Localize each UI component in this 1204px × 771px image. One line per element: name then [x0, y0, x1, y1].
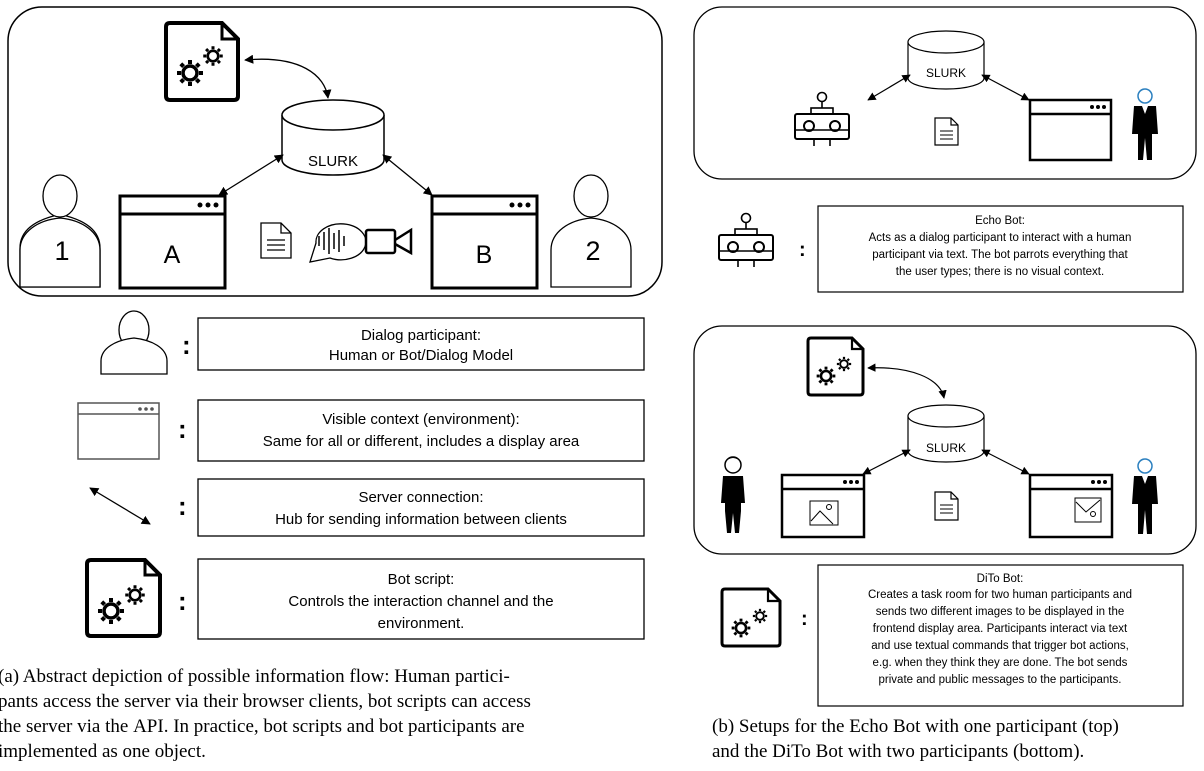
participant-2-silhouette: 2 [550, 174, 632, 288]
legend-colon: : [182, 330, 191, 360]
legend-environment-title: Visible context (environment): [322, 411, 519, 428]
legend-bot-text-2: environment. [378, 615, 465, 632]
dito-line-3: frontend display area. Participants inte… [873, 623, 1128, 635]
legend-server-text: Hub for sending information between clie… [275, 511, 567, 528]
caption-a-line-2: pants access the server via their browse… [0, 691, 531, 712]
slurk-server-cylinder: SLURK [281, 99, 385, 176]
image-icon [1074, 497, 1102, 523]
legend-box-environment: Visible context (environment): Same for … [197, 399, 645, 462]
human-man-icon-top [1132, 88, 1158, 160]
human-woman-icon [721, 456, 745, 533]
image-icon [809, 500, 839, 526]
legend-box-server: Server connection: Hub for sending infor… [197, 478, 645, 537]
bot-script-icon [164, 21, 240, 102]
legend-bot-text-1: Controls the interaction channel and the [288, 593, 553, 610]
legend-colon: : [178, 491, 187, 521]
caption-a-line-3a: the server via the [0, 716, 134, 737]
client-window-b: B [430, 194, 539, 290]
echo-title: Echo Bot: [975, 215, 1025, 227]
panel-a-frame [7, 6, 663, 297]
legend-arrow-icon [89, 487, 151, 525]
slurk-server-cylinder-bottom: SLURK [907, 404, 985, 463]
legend-bot-script-icon [85, 558, 162, 638]
audio-speech-icon [309, 223, 367, 263]
participant-1-silhouette: 1 [19, 174, 101, 288]
client-window-a: A [118, 194, 227, 290]
legend-participant-title: Dialog participant: [361, 327, 481, 344]
legend-box-bot-script: Bot script: Controls the interaction cha… [197, 558, 645, 640]
legend-colon: : [178, 414, 187, 444]
participant-1-label: 1 [54, 236, 69, 266]
dito-client-window-left [780, 473, 866, 539]
dito-line-1: Creates a task room for two human partic… [868, 589, 1132, 601]
caption-a-line-1: (a) Abstract depiction of possible infor… [0, 666, 510, 687]
caption-b-line-1: (b) Setups for the Echo Bot with one par… [712, 716, 1119, 737]
server-label-bottom: SLURK [926, 441, 966, 455]
legend-environment-text: Same for all or different, includes a di… [263, 433, 580, 450]
echo-robot-icon [794, 91, 850, 146]
caption-a-line-4: implemented as one object. [0, 741, 206, 762]
server-connection-arrows [218, 54, 433, 196]
legend-window-icon [77, 402, 160, 460]
server-label-top: SLURK [926, 66, 966, 80]
document-icon [260, 222, 292, 259]
dito-bot-script-icon [806, 336, 865, 397]
video-camera-icon [364, 227, 413, 256]
legend-colon: : [178, 586, 187, 616]
legend-box-participant: Dialog participant: Human or Bot/Dialog … [197, 317, 645, 371]
dito-line-5: e.g. when they think they are done. The … [873, 657, 1128, 669]
legend-bot-title: Bot script: [388, 571, 455, 588]
dito-line-4: and use textual commands that trigger bo… [871, 640, 1129, 652]
dito-document-icon [934, 491, 959, 521]
human-man-icon-bottom [1132, 458, 1158, 534]
echo-arrows [867, 74, 1030, 101]
echo-line-1: Acts as a dialog participant to interact… [869, 232, 1132, 244]
participant-2-label: 2 [585, 236, 600, 266]
caption-b: (b) Setups for the Echo Bot with one par… [712, 714, 1202, 764]
caption-b-line-2: and the DiTo Bot with two participants (… [712, 741, 1085, 762]
panel-b-echo-frame [693, 6, 1197, 180]
legend-participant-text: Human or Bot/Dialog Model [329, 347, 513, 364]
echo-document-icon [934, 117, 959, 146]
caption-a-line-3b: . In practice, bot scripts and bot parti… [163, 716, 525, 737]
caption-a-line-3: the server via the API. In practice, bot… [0, 714, 658, 739]
legend-participant-icon [100, 310, 168, 375]
dito-client-window-right [1028, 473, 1114, 539]
dito-title: DiTo Bot: [977, 573, 1024, 585]
echo-bot-description-box: Echo Bot: Acts as a dialog participant t… [817, 205, 1184, 293]
dito-legend-colon: : [801, 608, 808, 630]
caption-api: API [133, 716, 164, 737]
server-label: SLURK [308, 153, 358, 170]
echo-line-3: the user types; there is no visual conte… [896, 266, 1104, 278]
dito-line-2: sends two different images to be display… [876, 606, 1124, 618]
panel-b-dito-frame [693, 325, 1197, 555]
slurk-server-cylinder-top: SLURK [907, 30, 985, 90]
caption-a: (a) Abstract depiction of possible infor… [0, 664, 658, 764]
window-a-label: A [164, 241, 181, 269]
echo-line-2: participant via text. The bot parrots ev… [872, 249, 1128, 261]
legend-server-title: Server connection: [358, 489, 483, 506]
dito-bot-description-box: DiTo Bot: Creates a task room for two hu… [817, 564, 1184, 707]
echo-legend-robot-icon [718, 212, 774, 267]
echo-client-window [1028, 98, 1113, 162]
dito-legend-bot-script-icon [720, 587, 782, 648]
echo-legend-colon: : [799, 239, 806, 261]
window-b-label: B [476, 241, 493, 269]
dito-line-6: private and public messages to the parti… [879, 674, 1122, 686]
dito-arrows [862, 363, 1030, 475]
